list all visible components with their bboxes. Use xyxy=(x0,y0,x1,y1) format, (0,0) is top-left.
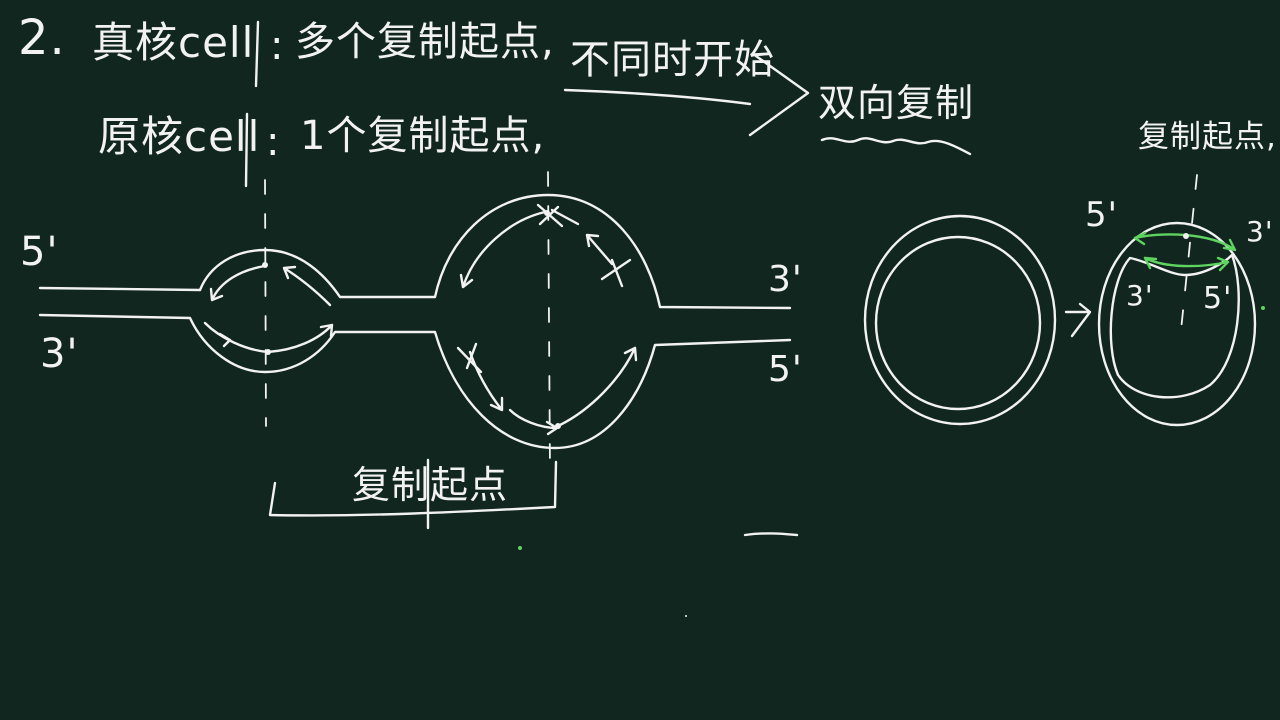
circular-outer-right-end-label: 3' xyxy=(1246,215,1274,248)
bottom-strand xyxy=(38,313,792,450)
replicating-circle-origin-point xyxy=(1183,233,1189,239)
circular-origin-label: 复制起点, xyxy=(1138,119,1277,155)
bidirectional-wavy-underline xyxy=(820,137,972,156)
small-bubble-top-left-arrow xyxy=(209,264,267,302)
small-bubble-top-point xyxy=(262,262,268,268)
prokaryote-colon: : xyxy=(266,119,281,165)
transition-arrow xyxy=(1064,302,1092,338)
not-simultaneous-text: 不同时开始 xyxy=(570,37,775,83)
bidirectional-text: 双向复制 xyxy=(818,81,975,125)
large-bubble-bottom-point xyxy=(555,423,561,429)
small-bubble-bottom-arrow xyxy=(203,321,334,354)
stray-green-dot xyxy=(518,546,522,550)
large-bubble-center-line xyxy=(547,171,551,473)
prokaryote-label: 原核cell xyxy=(98,112,261,161)
prokaryote-divider-line xyxy=(244,112,249,188)
eukaryote-label: 真核cell xyxy=(92,18,255,67)
origin-bracket xyxy=(268,460,558,517)
top-right-end-label: 3' xyxy=(768,259,803,300)
stray-green-mark xyxy=(1261,306,1265,310)
eukaryote-divider-line xyxy=(254,20,260,88)
linear-origin-label: 复制起点 xyxy=(352,463,509,507)
large-bubble-top-point xyxy=(544,210,550,216)
small-bubble-center-line xyxy=(264,179,267,427)
large-bubble-bottom-right-arrow xyxy=(558,346,638,427)
replication-fork-inner-arrows xyxy=(1143,256,1230,272)
stray-chalk-line xyxy=(743,532,799,537)
eukaryote-colon: : xyxy=(270,23,285,69)
large-bubble-top-mark xyxy=(536,203,580,228)
circular-inner-right-end-label: 5' xyxy=(1203,281,1233,316)
top-left-end-label: 5' xyxy=(20,229,59,275)
replicating-circle-outer-strand xyxy=(1097,221,1257,427)
multiple-origins-text: 多个复制起点, xyxy=(295,19,555,65)
circular-dna-inner-strand xyxy=(874,235,1042,411)
replicating-circle-inner-strand xyxy=(1109,253,1240,399)
small-bubble-top-right-arrow xyxy=(282,265,332,307)
top-strand xyxy=(38,193,792,310)
circular-dna-outer-strand xyxy=(863,214,1057,426)
stray-chalk-dot xyxy=(685,615,687,617)
large-bubble-top-left-arrow xyxy=(459,210,547,289)
circular-inner-left-end-label: 3' xyxy=(1126,279,1154,312)
bottom-left-end-label: 3' xyxy=(40,331,79,377)
large-bubble-top-right-mark xyxy=(600,258,632,288)
bottom-right-end-label: 5' xyxy=(768,349,803,390)
replicating-circle-origin-line xyxy=(1179,174,1198,341)
section-number: 2. xyxy=(18,10,66,66)
circular-outer-left-end-label: 5' xyxy=(1085,195,1118,235)
bidirectional-arrow xyxy=(748,54,810,137)
not-simultaneous-underline xyxy=(563,88,752,106)
single-origin-text: 1个复制起点, xyxy=(300,113,546,159)
small-bubble-bottom-point xyxy=(265,349,271,355)
large-bubble-top-right-arrow xyxy=(585,233,614,266)
large-bubble-bottom-left-arrow xyxy=(468,350,504,412)
